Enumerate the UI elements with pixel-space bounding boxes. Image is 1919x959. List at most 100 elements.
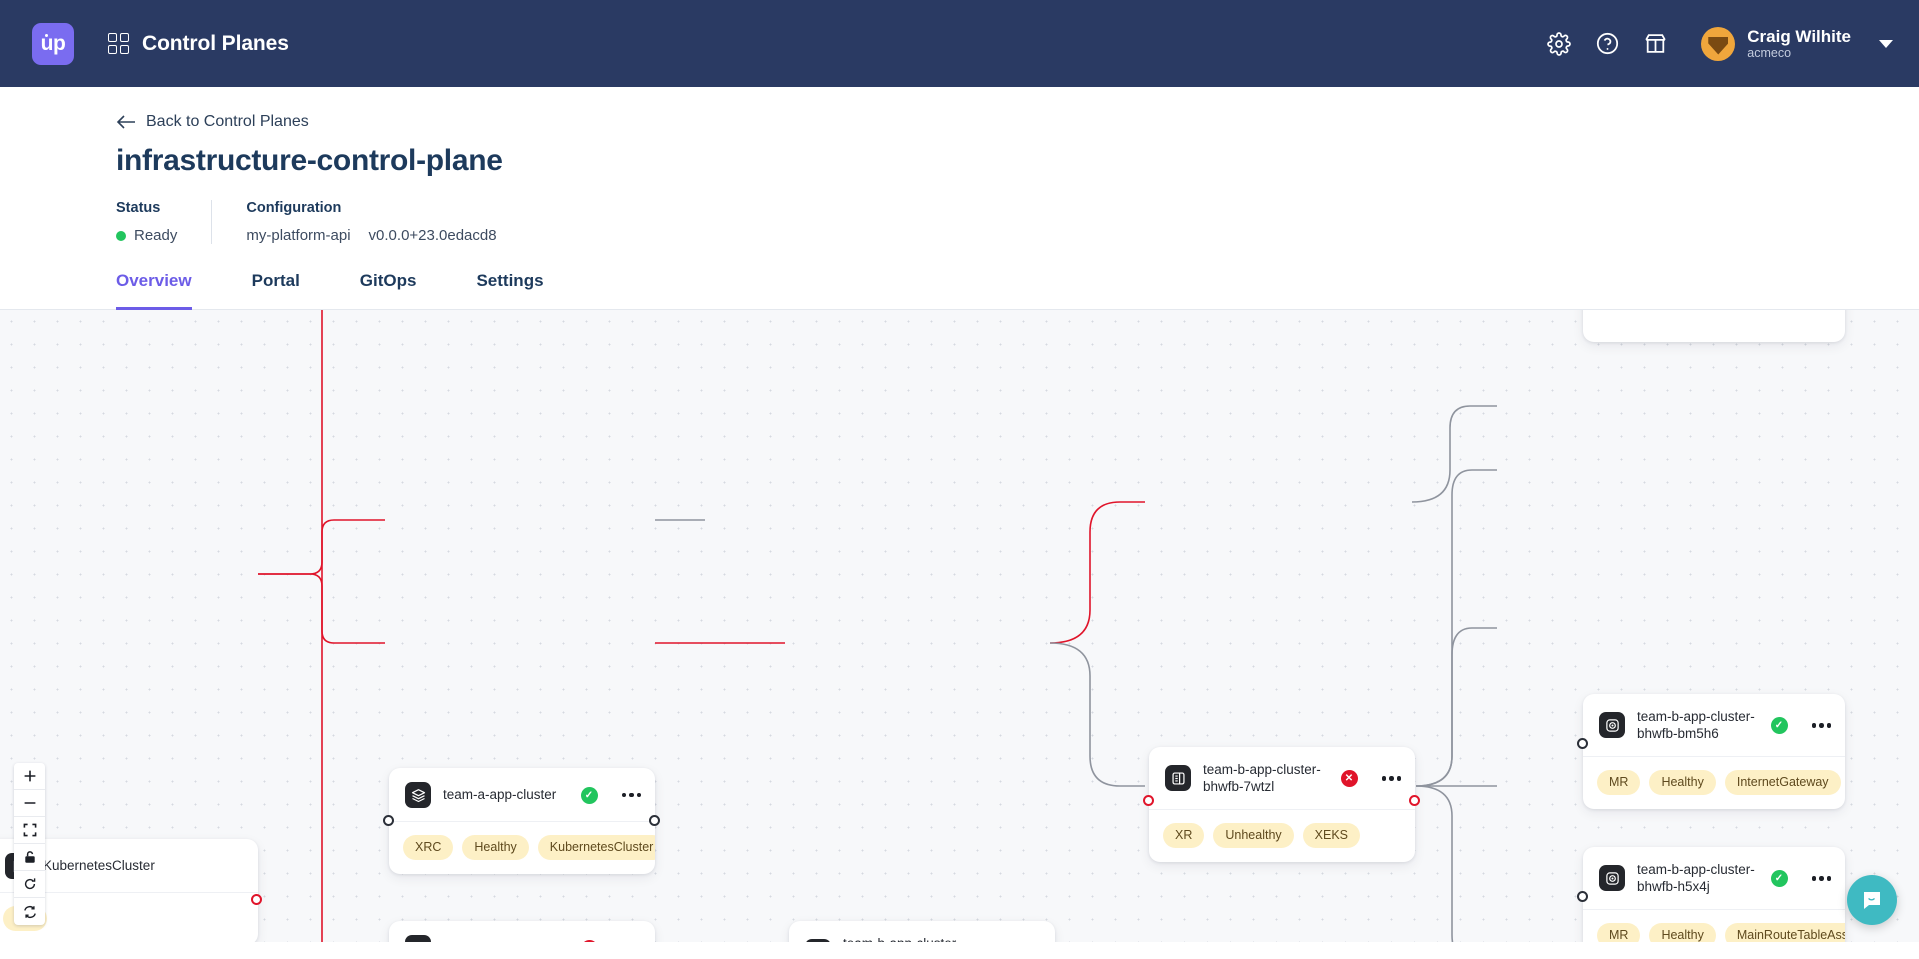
brand-logo-dot bbox=[45, 33, 48, 37]
status-badge-unhealthy-icon: ✕ bbox=[1340, 769, 1358, 787]
tab-overview[interactable]: Overview bbox=[116, 271, 192, 310]
configuration-block: Configuration my-platform-api v0.0.0+23.… bbox=[211, 200, 530, 244]
status-dot-icon bbox=[116, 230, 126, 241]
graph-node-team-b-app-cluster-bhwfb-bm5h6[interactable]: team-b-app-cluster-bhwfb-bm5h6 ✓ MR Heal… bbox=[1583, 694, 1845, 809]
node-title: team-b-app-cluster-bhwfb-bm5h6 bbox=[1637, 709, 1755, 742]
node-header: team-b-app-cluster ✕ bbox=[389, 921, 655, 942]
tab-portal[interactable]: Portal bbox=[251, 271, 300, 290]
node-menu-button[interactable] bbox=[1811, 723, 1831, 728]
help-circle-icon[interactable] bbox=[1583, 20, 1631, 68]
node-title: team-b-app-cluster bbox=[443, 939, 569, 942]
tab-gitops[interactable]: GitOps bbox=[359, 271, 417, 290]
refresh-button[interactable] bbox=[14, 898, 45, 925]
status-value: Ready bbox=[116, 227, 177, 244]
status-badge-healthy-icon: ✓ bbox=[1770, 716, 1788, 734]
composite-icon bbox=[805, 939, 831, 942]
brand-logo-text: up bbox=[40, 31, 66, 55]
graph-node-team-a-app-cluster[interactable]: team-a-app-cluster ✓ XRC Healthy Kuberne… bbox=[389, 768, 655, 874]
user-name: Craig Wilhite bbox=[1747, 26, 1851, 46]
nav-app-section[interactable]: Control Planes bbox=[108, 32, 289, 56]
node-port-input[interactable] bbox=[1143, 795, 1154, 806]
node-port-output[interactable] bbox=[251, 894, 262, 905]
node-tag: XRC bbox=[403, 835, 454, 860]
node-title: team-b-app-cluster-bhwfb-7wtzl bbox=[1203, 762, 1321, 795]
configuration-label: Configuration bbox=[246, 200, 342, 216]
status-badge-unhealthy-icon: ✕ bbox=[580, 939, 598, 942]
back-to-control-planes-link[interactable]: Back to Control Planes bbox=[116, 113, 309, 131]
node-title: team-a-app-cluster bbox=[443, 787, 557, 803]
user-org: acmeco bbox=[1747, 46, 1792, 61]
node-title: team-b-app-cluster-bhwfb bbox=[843, 935, 969, 942]
status-text: Ready bbox=[134, 227, 178, 244]
zoom-out-button[interactable] bbox=[14, 790, 45, 817]
fit-view-button[interactable] bbox=[14, 817, 45, 844]
node-tag: InternetGateway bbox=[1724, 769, 1841, 795]
back-link-label: Back to Control Planes bbox=[146, 113, 309, 130]
tab-bar: Overview Portal GitOps Settings bbox=[0, 270, 1919, 310]
configuration-name: my-platform-api bbox=[246, 227, 351, 244]
graph-node-team-b-app-cluster[interactable]: team-b-app-cluster ✕ XRC Unhealthy Kuber… bbox=[389, 921, 655, 942]
node-port-input[interactable] bbox=[1577, 738, 1588, 749]
reset-button[interactable] bbox=[14, 871, 45, 898]
node-title: KubernetesCluster bbox=[43, 858, 155, 874]
layers-icon bbox=[405, 782, 431, 808]
chat-widget-button[interactable] bbox=[1847, 875, 1897, 925]
nav-title: Control Planes bbox=[142, 31, 289, 55]
node-tag: MR bbox=[1597, 769, 1641, 795]
composite-icon bbox=[1165, 765, 1191, 792]
node-tag: XR bbox=[1163, 822, 1205, 848]
user-menu[interactable]: Craig Wilhite acmeco bbox=[1701, 26, 1893, 61]
node-tag: XEKS bbox=[1302, 822, 1361, 848]
graph-controls bbox=[14, 763, 45, 925]
status-block: Status Ready bbox=[116, 200, 211, 244]
node-header: team-a-app-cluster ✓ bbox=[389, 768, 655, 822]
meta-row: Status Ready Configuration my-platform-a… bbox=[116, 200, 1919, 244]
graph-node-team-b-app-cluster-bhwfb-7wtzl[interactable]: team-b-app-cluster-bhwfb-7wtzl ✕ XR Unhe… bbox=[1149, 747, 1415, 862]
managed-resource-icon bbox=[1599, 865, 1625, 892]
node-tags: MR Healthy InternetGateway bbox=[1583, 757, 1845, 809]
nav-right-group: Craig Wilhite acmeco bbox=[1535, 20, 1893, 68]
configuration-version: v0.0.0+23.0edacd8 bbox=[368, 227, 497, 244]
page-header: Back to Control Planes infrastructure-co… bbox=[0, 87, 1919, 244]
node-header: team-b-app-cluster-bhwfb-7wtzl ✕ bbox=[1149, 747, 1415, 810]
gear-icon[interactable] bbox=[1535, 20, 1583, 68]
node-tags: XR Unhealthy XEKS bbox=[1149, 810, 1415, 862]
graph-node-team-b-app-cluster-bhwfb[interactable]: team-b-app-cluster-bhwfb ✕ XR Unhealthy … bbox=[789, 921, 1055, 942]
node-tag: Unhealthy bbox=[1213, 822, 1294, 848]
node-tag: MainRouteTableAssoc bbox=[1724, 922, 1845, 942]
status-label: Status bbox=[116, 200, 161, 216]
node-menu-button[interactable] bbox=[1811, 876, 1831, 881]
graph-node-team-b-app-cluster-bhwfb-h5x4j[interactable]: team-b-app-cluster-bhwfb-h5x4j ✓ MR Heal… bbox=[1583, 847, 1845, 942]
tab-settings[interactable]: Settings bbox=[476, 271, 544, 290]
zoom-in-button[interactable] bbox=[14, 763, 45, 790]
configuration-values: my-platform-api v0.0.0+23.0edacd8 bbox=[246, 227, 496, 244]
node-tag: MR bbox=[1597, 922, 1641, 942]
graph-node-clipped-top[interactable] bbox=[1583, 310, 1845, 342]
page-title: infrastructure-control-plane bbox=[116, 144, 503, 177]
node-header: team-b-app-cluster-bhwfb ✕ bbox=[789, 921, 1055, 942]
node-port-input[interactable] bbox=[1577, 891, 1588, 902]
status-badge-healthy-icon: ✓ bbox=[580, 786, 598, 804]
marketplace-icon[interactable] bbox=[1631, 20, 1679, 68]
node-title: team-b-app-cluster-bhwfb-h5x4j bbox=[1637, 862, 1755, 895]
grid-icon bbox=[108, 33, 129, 54]
chevron-down-icon[interactable] bbox=[1879, 39, 1893, 48]
brand-logo[interactable]: up bbox=[32, 22, 74, 65]
chat-icon bbox=[1864, 892, 1880, 909]
node-tag: Healthy bbox=[462, 835, 529, 860]
node-menu-button[interactable] bbox=[1381, 776, 1401, 781]
node-tags: XRC Healthy KubernetesCluster bbox=[389, 822, 655, 874]
node-port-output[interactable] bbox=[649, 815, 660, 826]
lock-button[interactable] bbox=[14, 844, 45, 871]
node-tag: Healthy bbox=[1649, 769, 1716, 795]
resource-graph-canvas[interactable]: KubernetesCluster API team-a-app-cluster… bbox=[0, 310, 1919, 942]
layers-icon bbox=[405, 935, 431, 942]
node-tag: Healthy bbox=[1649, 922, 1716, 942]
node-port-input[interactable] bbox=[383, 815, 394, 826]
node-tags: MR Healthy MainRouteTableAssoc bbox=[1583, 910, 1845, 942]
node-port-output[interactable] bbox=[1409, 795, 1420, 806]
arrow-left-icon bbox=[116, 115, 135, 129]
node-menu-button[interactable] bbox=[621, 792, 641, 798]
node-header: team-b-app-cluster-bhwfb-h5x4j ✓ bbox=[1583, 847, 1845, 910]
top-navigation-bar: up Control Planes Craig bbox=[0, 0, 1919, 87]
